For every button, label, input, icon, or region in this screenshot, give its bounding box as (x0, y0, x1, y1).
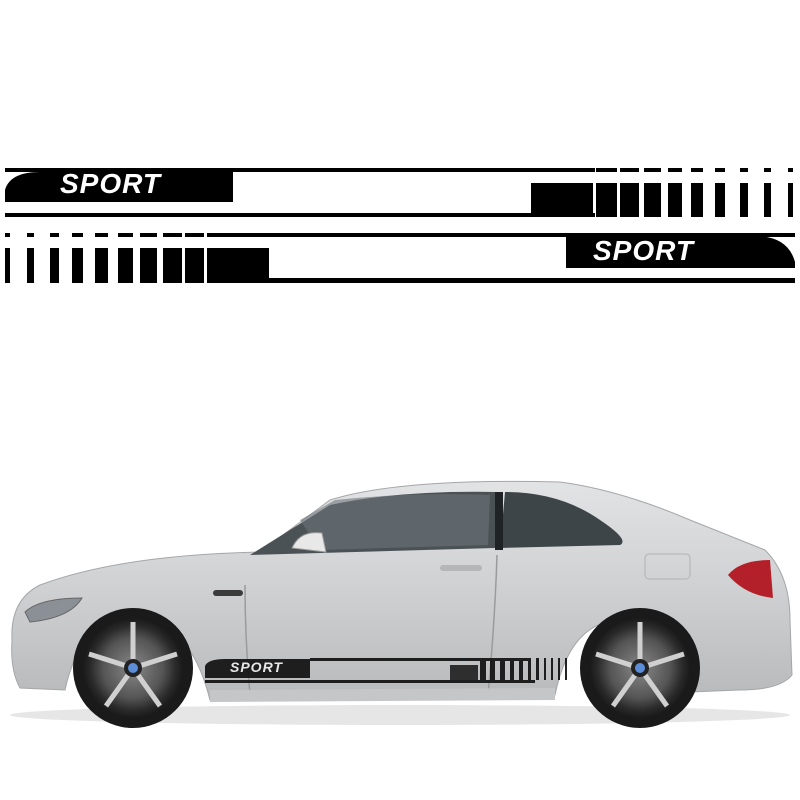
stripe-bottom-shape (5, 233, 795, 283)
rear-wheel (580, 608, 700, 728)
decal-sport-label-bottom: SPORT (593, 235, 694, 266)
front-wheel (73, 608, 193, 728)
decal-stripe-bottom: SPORT (0, 225, 800, 290)
car-illustration: SPORT (0, 470, 800, 730)
car-decal-sport-label: SPORT (230, 659, 283, 675)
decal-sport-label-top: SPORT (60, 168, 161, 199)
stripe-top-shape (5, 168, 793, 217)
car-body (10, 480, 793, 728)
